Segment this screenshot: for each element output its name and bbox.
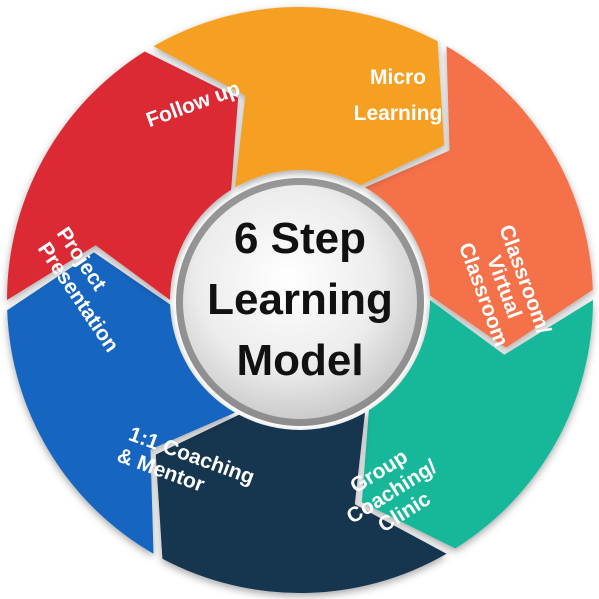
segment-follow-up [153, 7, 445, 188]
cycle-segments [7, 7, 593, 593]
label-micro-line-1: Micro [370, 66, 426, 89]
segment-micro-learning [365, 46, 593, 348]
segment-coaching-mentor [7, 252, 236, 554]
segment-group-coaching [155, 412, 447, 593]
hub-disc [183, 185, 417, 419]
center-title-line-2: Learning [207, 275, 393, 324]
center-title-line-1: 6 Step [234, 214, 366, 263]
label-micro-line-2: Learning [354, 102, 443, 125]
label-micro-learning: Micro Learning [354, 66, 443, 125]
segment-project-presentation [7, 51, 239, 300]
segment-classroom-virtual [361, 300, 593, 549]
center-hub: 6 Step Learning Model [176, 178, 424, 426]
center-title-line-3: Model [236, 336, 363, 385]
